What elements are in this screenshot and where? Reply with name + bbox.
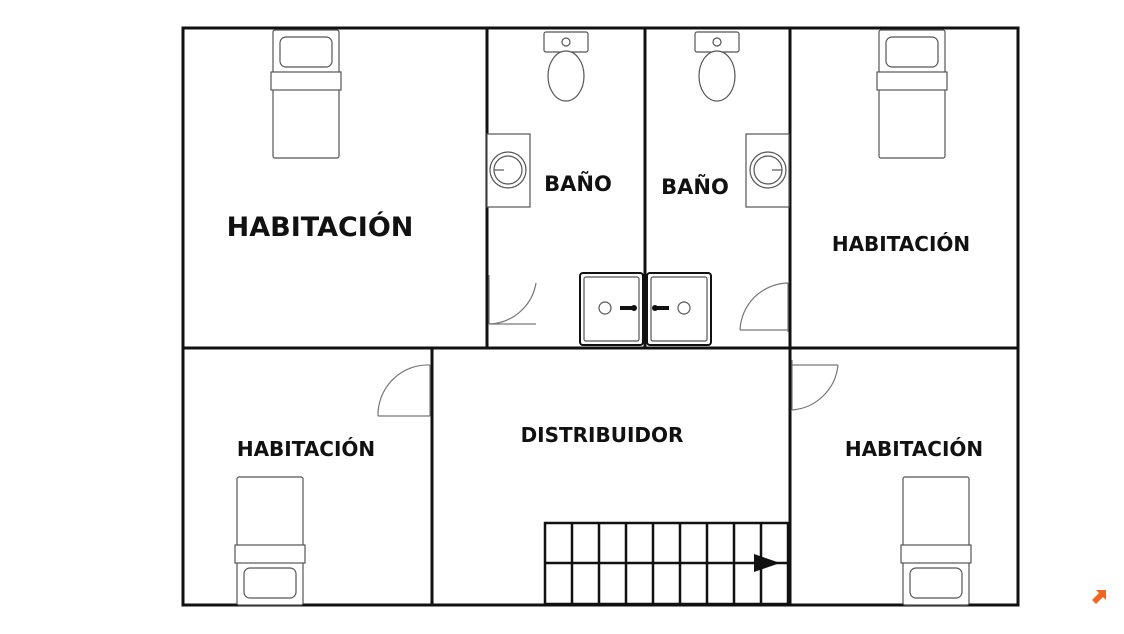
room-label-bathroom-right: BAÑO bbox=[661, 174, 729, 199]
door-swing-icon bbox=[791, 360, 839, 411]
room-label-bedroom-bottom-right: HABITACIÓN bbox=[845, 437, 983, 461]
shower-icon bbox=[646, 272, 712, 346]
shower-icon bbox=[579, 272, 644, 346]
toilet-icon bbox=[694, 31, 740, 102]
door-swing-icon bbox=[488, 275, 537, 325]
bed-icon bbox=[270, 29, 342, 159]
staircase-icon bbox=[543, 521, 790, 606]
bed-icon bbox=[876, 29, 948, 159]
room-label-bedroom-top-right: HABITACIÓN bbox=[832, 232, 970, 256]
bed-icon bbox=[900, 476, 972, 606]
room-label-bedroom-top-left: HABITACIÓN bbox=[227, 211, 414, 243]
sink-icon bbox=[486, 133, 531, 208]
door-swing-icon bbox=[377, 364, 431, 417]
bed-icon bbox=[234, 476, 306, 606]
room-label-bedroom-bottom-left: HABITACIÓN bbox=[237, 437, 375, 461]
door-swing-icon bbox=[739, 282, 789, 332]
room-label-bathroom-left: BAÑO bbox=[544, 171, 612, 196]
sink-icon bbox=[745, 133, 790, 208]
toilet-icon bbox=[543, 31, 589, 102]
arrow-logo-icon bbox=[1092, 590, 1106, 604]
room-label-hallway: DISTRIBUIDOR bbox=[521, 423, 684, 447]
